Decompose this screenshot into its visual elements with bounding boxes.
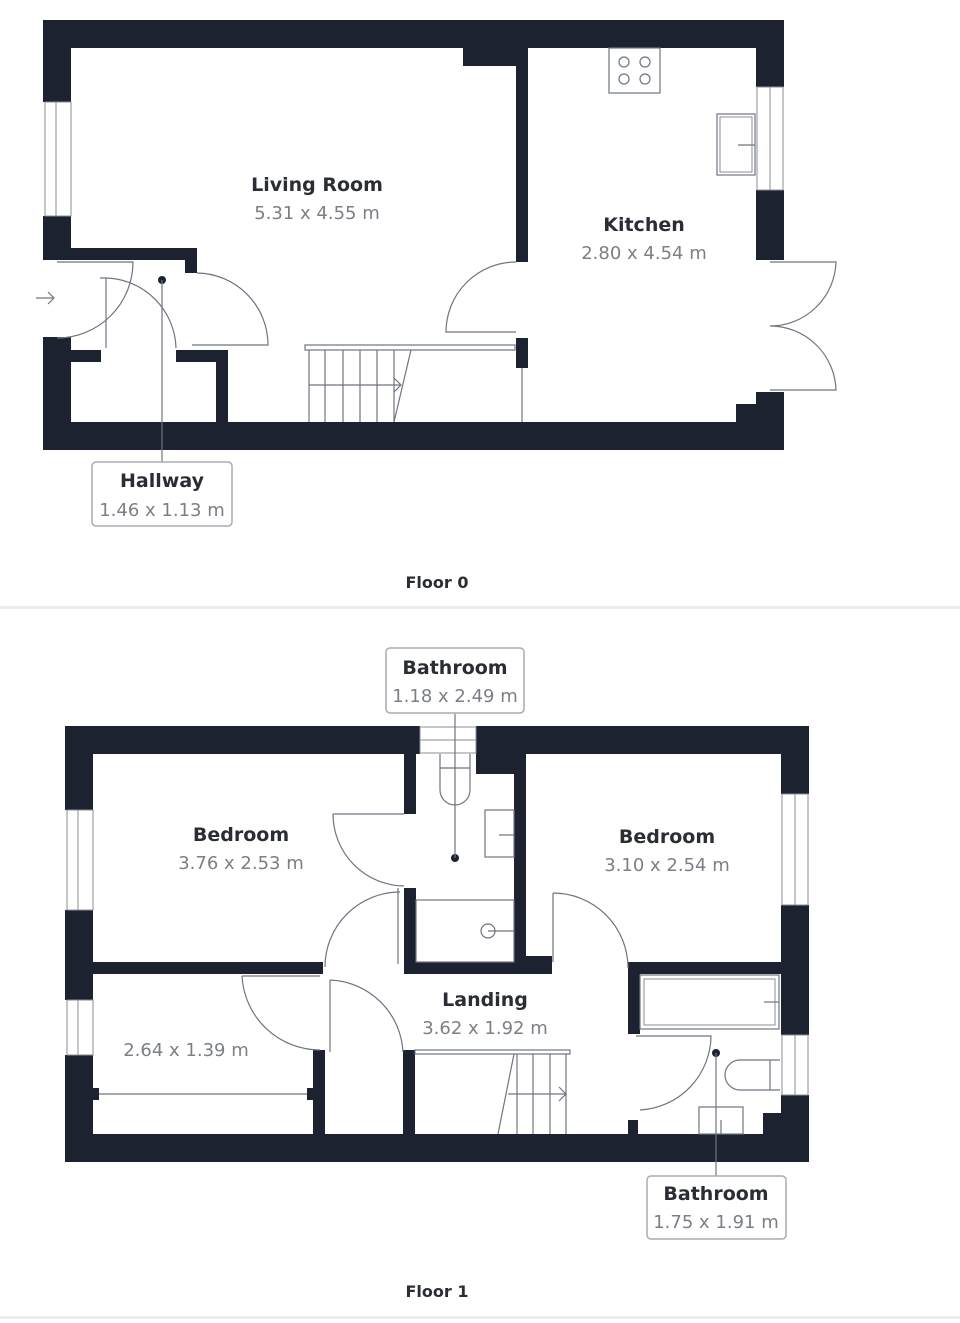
floor-label-0: Floor 0 [406,573,469,592]
bathroom-2-tag [646,1175,787,1240]
rail-bracket [307,1088,313,1100]
room-name-landing: Landing [442,989,528,1011]
hall-door-swing [100,277,177,349]
wall-bath1-left-lower [404,888,416,972]
stairs-icon [414,1049,571,1135]
room-dim-bedroom-2: 3.10 x 2.54 m [604,855,730,876]
bathroom-1-tag [385,647,525,714]
room-name-bedroom-1: Bedroom [193,824,289,846]
bedroom-1-door-swing [332,813,405,887]
wall-right-lower [756,392,784,450]
bedroom-2-door-swing [552,892,629,969]
room-dim-bathroom-2: 1.75 x 1.91 m [653,1212,779,1233]
wall-top-left [65,726,420,754]
wall-left-2 [65,910,93,1000]
room-name-hallway: Hallway [120,470,205,492]
window-bedroom-1 [66,809,94,911]
room-name-bathroom-2: Bathroom [663,1183,768,1205]
wall-bed2-bottom [630,962,781,974]
wall-notch [736,404,758,424]
wall-hall-inner-left [71,350,101,362]
wall-bath2-left [628,962,640,1034]
room-name-living-room: Living Room [251,174,383,196]
room-name-bedroom-2: Bedroom [619,826,715,848]
wall-bath1-left-upper [404,754,416,814]
wall-right-2 [781,905,809,1035]
floor-label-1: Floor 1 [406,1282,469,1301]
stairs-icon [304,344,516,423]
wall-cupboard-right [313,1050,325,1134]
rail-bracket [93,1088,99,1100]
entrance-arrow-icon [36,291,55,305]
sink-icon [716,113,756,176]
wall-bottom [43,422,784,450]
room-dim-landing: 3.62 x 1.92 m [422,1018,548,1039]
room-dim-hallway: 1.46 x 1.13 m [99,500,225,521]
wall-hall-stub [185,248,197,273]
room-name-kitchen: Kitchen [603,214,685,236]
hob-icon [608,47,661,94]
floor-divider [0,1316,960,1319]
wall-hall-right [216,350,228,422]
wall-right-3 [781,1095,809,1162]
window-box-room [66,999,94,1056]
floor-divider [0,606,960,609]
wall-bath-corner [476,726,516,774]
wall-left-upper [43,20,71,102]
wall-right-upper [756,20,784,87]
living-door-swing [192,272,269,346]
french-doors-swing [769,261,837,391]
kitchen-door-swing [445,261,517,333]
room-dim-box-room: 2.64 x 1.39 m [123,1040,249,1061]
wall-right-mid [756,190,784,260]
front-door-swing [56,261,134,339]
bath-2-door-swing [636,1035,712,1111]
window-living [44,101,72,217]
wall-stair-left [403,1050,415,1134]
wall-living-kitchen-low [516,338,528,368]
room-dim-living-room: 5.31 x 4.55 m [254,203,380,224]
wall-top-right [476,726,809,754]
wall-bed1-bottom [93,962,323,974]
room-dim-kitchen: 2.80 x 4.54 m [581,243,707,264]
bath-icon [639,974,780,1030]
room-dim-bathroom-1: 1.18 x 2.49 m [392,686,518,707]
shower-icon [415,899,515,963]
floor-0-plan: Living Room 5.31 x 4.55 m Kitchen 2.80 x… [36,20,837,592]
wall-right-1 [781,726,809,794]
hallway-tag [91,461,233,527]
wall-living-kitchen [516,44,528,262]
wall-hall-inner-right [176,350,228,362]
wall-bath1-bottom [404,962,552,974]
wall-notch-top [463,44,518,66]
wall-hall-top [43,248,197,260]
sink-icon [484,809,515,858]
wall-bed2-stub [526,956,552,972]
wall-bottom [65,1134,809,1162]
sink-icon [698,1106,744,1135]
wall-stub [628,1120,638,1134]
wall-left-1 [65,726,93,810]
room-dim-bedroom-1: 3.76 x 2.53 m [178,853,304,874]
room-name-bathroom-1: Bathroom [402,657,507,679]
wall-bath1-right [514,754,526,972]
box-room-door-swing [241,975,321,1051]
wall-top [43,20,784,48]
landing-door-swing [329,979,404,1053]
wall-notch [763,1113,783,1135]
bath-1-door-swing [324,891,401,968]
toilet-icon [724,1059,780,1091]
floor-1-plan: Bathroom 1.18 x 2.49 m Bedroom 3.76 x 2.… [65,647,809,1301]
